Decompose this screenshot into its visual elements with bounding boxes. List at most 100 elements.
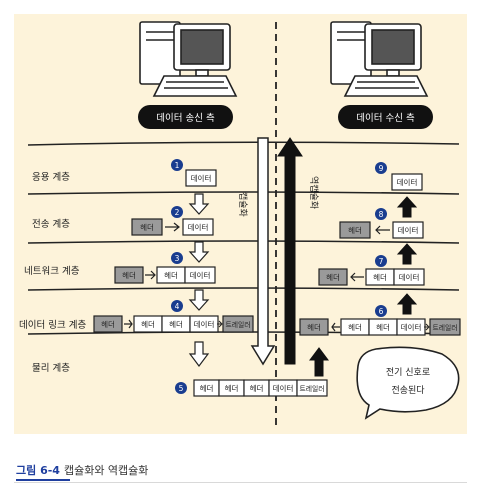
figure-number: 그림 6-4 bbox=[16, 464, 60, 477]
step-badge-3 bbox=[171, 252, 183, 264]
up-arrow-icon bbox=[396, 243, 418, 265]
layer-label-transport: 전송 계층 bbox=[32, 218, 70, 230]
header-box bbox=[114, 266, 144, 284]
receiver-label-pill: 데이터 수신 측 bbox=[338, 105, 433, 129]
data-box bbox=[185, 169, 217, 187]
caption-underline bbox=[16, 479, 70, 481]
step-badge-6 bbox=[375, 305, 387, 317]
step-badge-1 bbox=[171, 159, 183, 171]
data-box bbox=[391, 173, 423, 191]
step-badge-2 bbox=[171, 206, 183, 218]
sender-label-pill: 데이터 송신 측 bbox=[138, 105, 233, 129]
speech-bubble: 전기 신호로 전송된다 bbox=[356, 346, 460, 420]
svg-text:헤더: 헤더 bbox=[200, 384, 214, 393]
svg-text:2: 2 bbox=[175, 208, 180, 217]
svg-text:9: 9 bbox=[379, 164, 384, 173]
left-arrow-icon bbox=[217, 320, 223, 328]
svg-text:데이터: 데이터 bbox=[188, 222, 209, 232]
svg-text:3: 3 bbox=[175, 254, 180, 263]
layer-divider-lines bbox=[27, 141, 460, 335]
diagram-panel: 데이터 송신 측 데이터 수신 측 응용 계층 전송 계층 네트워크 계층 데이… bbox=[14, 14, 467, 434]
svg-text:트레일러: 트레일러 bbox=[432, 323, 457, 332]
svg-text:헤더: 헤더 bbox=[101, 320, 115, 329]
svg-text:데이터: 데이터 bbox=[397, 177, 418, 187]
svg-text:데이터: 데이터 bbox=[191, 173, 212, 183]
svg-text:데이터: 데이터 bbox=[398, 225, 419, 235]
header-box bbox=[93, 315, 123, 333]
sender-label: 데이터 송신 측 bbox=[156, 113, 215, 124]
layer-label-datalink: 데이터 링크 계층 bbox=[19, 319, 86, 331]
down-arrow-icon bbox=[188, 193, 210, 215]
right-arrow-icon bbox=[424, 323, 430, 331]
left-arrow-icon bbox=[331, 322, 340, 332]
step-badge-4 bbox=[171, 300, 183, 312]
right-arrow-icon bbox=[165, 222, 180, 232]
svg-text:헤더: 헤더 bbox=[141, 320, 155, 329]
right-arrow-icon bbox=[145, 270, 156, 280]
header-box bbox=[318, 268, 348, 286]
receiver-stack: 6 헤더 헤더 헤더 데이터 트레일러 7 헤더 헤더 데이터 8 헤더 데이터 bbox=[299, 162, 461, 377]
svg-text:헤더: 헤더 bbox=[225, 384, 239, 393]
layer-label-network: 네트워크 계층 bbox=[24, 265, 80, 277]
decapsulation-arrow: 역캡슐화 bbox=[277, 137, 320, 365]
encapsulation-arrow: 캡슐화 bbox=[237, 137, 276, 366]
left-arrow-icon bbox=[350, 272, 364, 282]
up-arrow-icon bbox=[396, 196, 418, 218]
data-box bbox=[393, 268, 425, 286]
step-badge-7 bbox=[375, 255, 387, 267]
bubble-line-2: 전송된다 bbox=[391, 384, 425, 396]
down-arrow-icon bbox=[188, 289, 210, 311]
svg-text:헤더: 헤더 bbox=[307, 323, 321, 332]
bubble-line-1: 전기 신호로 bbox=[386, 367, 430, 378]
svg-text:트레일러: 트레일러 bbox=[225, 320, 250, 329]
receiver-computer-icon bbox=[330, 21, 429, 97]
receiver-label: 데이터 수신 측 bbox=[356, 113, 415, 124]
svg-text:헤더: 헤더 bbox=[250, 384, 264, 393]
layer-label-physical: 물리 계층 bbox=[32, 362, 70, 374]
svg-text:데이터: 데이터 bbox=[399, 272, 420, 282]
encapsulation-label: 캡슐화 bbox=[237, 192, 249, 217]
svg-text:헤더: 헤더 bbox=[348, 323, 362, 332]
svg-text:헤더: 헤더 bbox=[376, 323, 390, 332]
header-box bbox=[131, 218, 163, 236]
right-arrow-icon bbox=[124, 319, 133, 329]
svg-text:헤더: 헤더 bbox=[348, 226, 362, 235]
step-badge-8 bbox=[375, 208, 387, 220]
data-box bbox=[182, 218, 214, 236]
trailer-box bbox=[222, 315, 254, 333]
sender-stack: 1 데이터 2 헤더 데이터 3 헤더 헤더 데이터 4 헤더 헤더 bbox=[93, 159, 254, 367]
trailer-box bbox=[429, 318, 461, 336]
svg-text:헤더: 헤더 bbox=[373, 273, 387, 282]
data-box bbox=[392, 221, 424, 239]
encapsulation-diagram: 데이터 송신 측 데이터 수신 측 응용 계층 전송 계층 네트워크 계층 데이… bbox=[19, 21, 461, 426]
data-box bbox=[184, 266, 216, 284]
header-box bbox=[299, 318, 329, 336]
svg-text:트레일러: 트레일러 bbox=[299, 384, 324, 393]
svg-text:5: 5 bbox=[179, 384, 184, 393]
up-arrow-icon bbox=[396, 293, 418, 315]
header-box bbox=[339, 221, 371, 239]
svg-text:헤더: 헤더 bbox=[140, 223, 154, 232]
layer-label-application: 응용 계층 bbox=[32, 171, 70, 183]
svg-text:데이터: 데이터 bbox=[401, 322, 422, 332]
svg-text:7: 7 bbox=[379, 257, 384, 266]
svg-text:데이터: 데이터 bbox=[190, 270, 211, 280]
down-arrow-icon bbox=[188, 341, 210, 367]
svg-text:데이터: 데이터 bbox=[194, 319, 215, 329]
svg-text:헤더: 헤더 bbox=[164, 271, 178, 280]
down-arrow-icon bbox=[188, 241, 210, 263]
svg-text:헤더: 헤더 bbox=[169, 320, 183, 329]
decapsulation-label: 역캡슐화 bbox=[308, 176, 320, 209]
svg-text:헤더: 헤더 bbox=[326, 273, 340, 282]
up-arrow-icon bbox=[309, 347, 329, 377]
bottom-divider bbox=[14, 482, 467, 483]
step-badge-9 bbox=[375, 162, 387, 174]
sender-computer-icon bbox=[139, 21, 238, 97]
step-badge-5 bbox=[175, 382, 187, 394]
physical-frame: 5 헤더 헤더 헤더 데이터 트레일러 bbox=[175, 379, 328, 397]
figure-title: 캡슐화와 역캡슐화 bbox=[63, 464, 149, 477]
svg-text:1: 1 bbox=[175, 161, 180, 170]
svg-text:6: 6 bbox=[379, 307, 384, 316]
svg-text:8: 8 bbox=[379, 210, 384, 219]
